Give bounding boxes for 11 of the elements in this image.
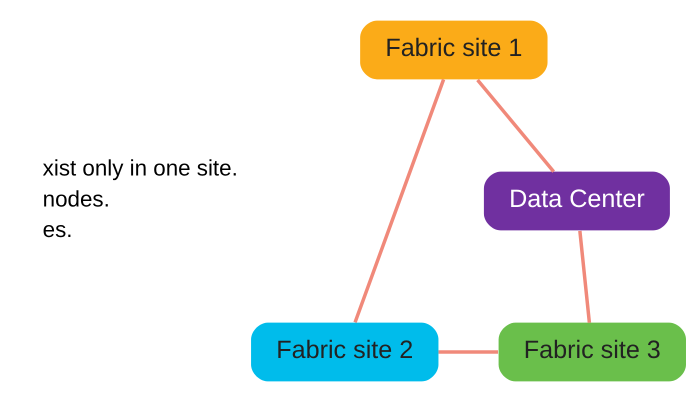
node-box: Data Center <box>484 172 670 230</box>
connector <box>578 230 592 323</box>
label: es. <box>42 217 73 242</box>
connector <box>353 78 446 323</box>
label: nodes. <box>42 186 110 212</box>
connector <box>476 78 555 173</box>
connector <box>438 350 498 354</box>
node-box: Fabric site 2 <box>251 322 438 382</box>
label: xist only in one site. <box>42 156 238 181</box>
node-box: Fabric site 3 <box>498 322 686 382</box>
node-box: Fabric site 1 <box>360 20 548 80</box>
